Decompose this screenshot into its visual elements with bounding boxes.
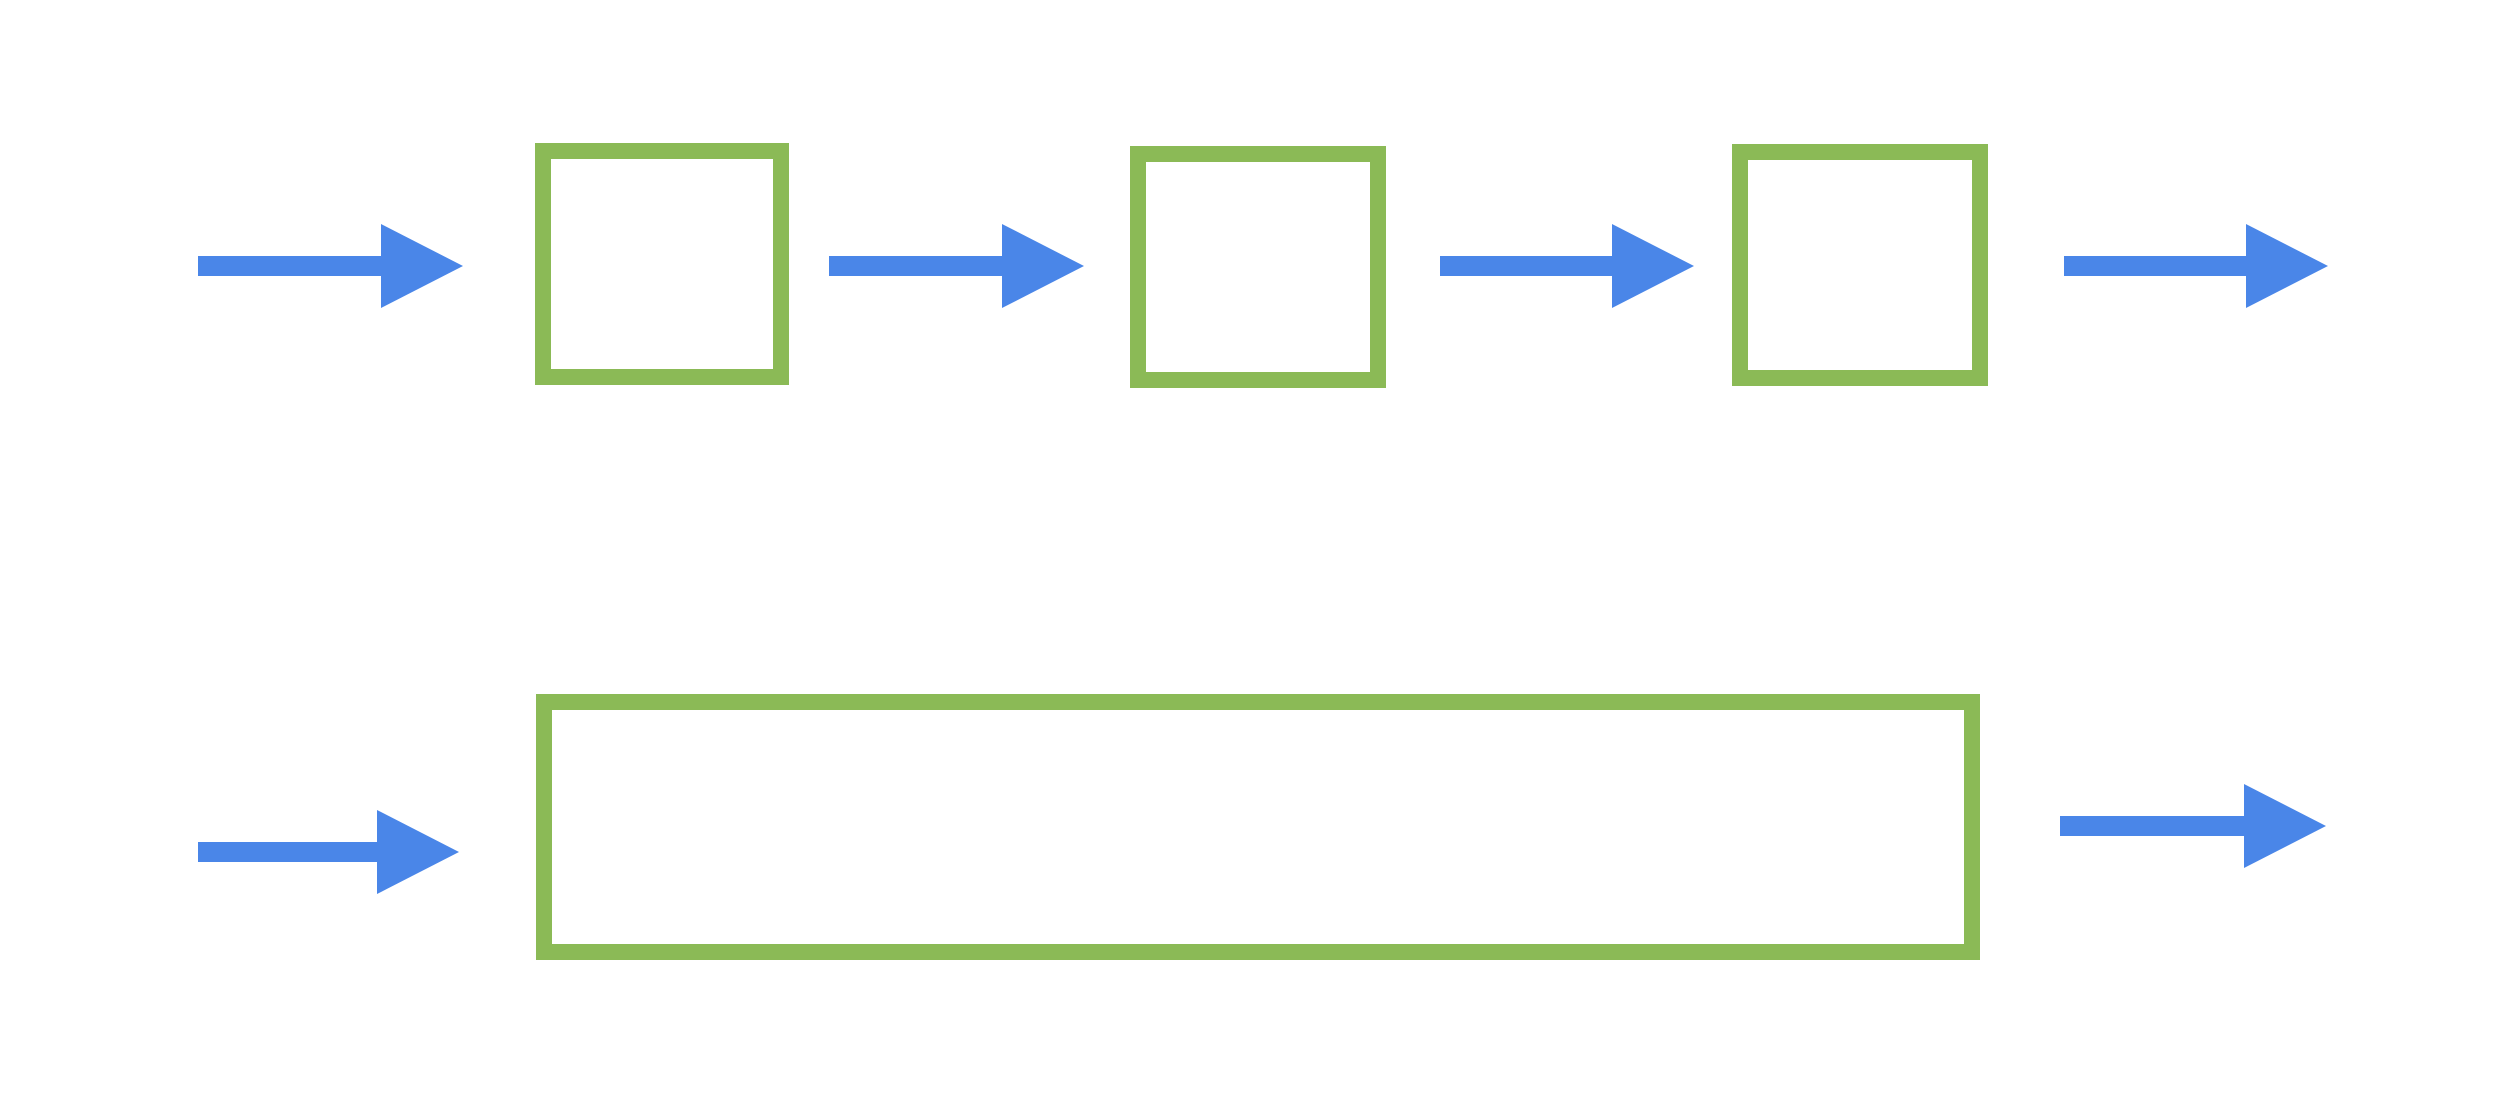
top-row-arrow-3 [1440,224,1694,308]
top-row-arrow-2 [829,224,1084,308]
arrow-shaft [198,256,387,276]
arrow-head-icon [1612,224,1694,308]
arrow-shaft [829,256,1008,276]
bottom-row-arrow-in [198,810,459,894]
arrow-shaft [2064,256,2252,276]
top-row-box-3 [1732,144,1988,386]
top-row-arrow-1 [198,224,463,308]
arrow-head-icon [1002,224,1084,308]
arrow-head-icon [2246,224,2328,308]
top-row-arrow-4 [2064,224,2328,308]
arrow-head-icon [377,810,459,894]
arrow-shaft [198,842,383,862]
top-row-box-1 [535,143,789,385]
top-row-box-2 [1130,146,1386,388]
arrow-head-icon [2244,784,2326,868]
bottom-row-arrow-out [2060,784,2326,868]
arrow-shaft [2060,816,2250,836]
bottom-row-wide-box [536,694,1980,960]
arrow-shaft [1440,256,1618,276]
arrow-head-icon [381,224,463,308]
